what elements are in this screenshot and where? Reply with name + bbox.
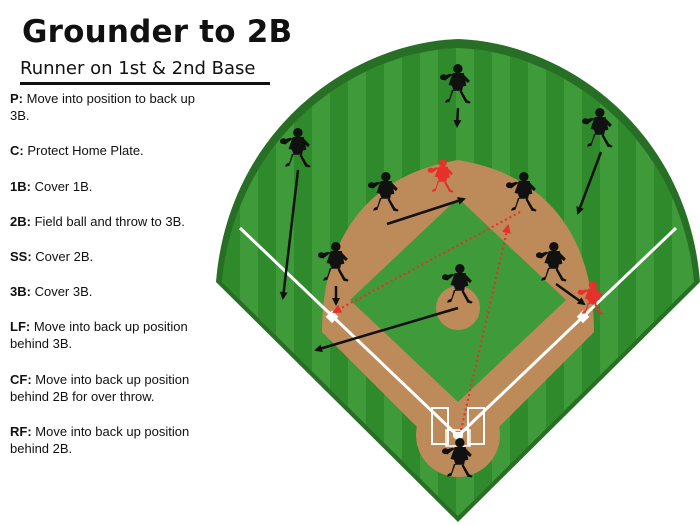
role-text: Move into back up position behind 2B for… [10,372,190,404]
role-item-cf: CF: Move into back up position behind 2B… [10,371,215,405]
role-item-2b: 2B: Field ball and throw to 3B. [10,213,215,230]
role-text: Cover 2B. [35,249,94,264]
arrow-lf [279,169,300,300]
page-title: Grounder to 2B [22,14,293,50]
role-item-1b: 1B: Cover 1B. [10,178,215,195]
arrow-1b [555,282,586,306]
batter-box-right [467,407,485,445]
role-position: 2B: [10,214,31,229]
role-text: Cover 3B. [34,284,93,299]
role-position: RF: [10,424,32,439]
role-position: LF: [10,319,31,334]
role-item-p: P: Move into position to back up 3B. [10,90,215,124]
role-item-lf: LF: Move into back up position behind 3B… [10,318,215,352]
role-text: Field ball and throw to 3B. [34,214,185,229]
throw-2b-to-3b [332,211,521,313]
foul-line-right [456,226,678,438]
role-position: SS: [10,249,32,264]
role-text: Protect Home Plate. [27,143,144,158]
arrow-pitcher [314,306,459,353]
arrow-cf [453,107,462,128]
batter-box-left [431,407,449,445]
arrow-ss [386,197,466,226]
role-item-rf: RF: Move into back up position behind 2B… [10,423,215,457]
role-position: CF: [10,372,32,387]
role-position: 3B: [10,284,31,299]
role-text: Move into back up position behind 2B. [10,424,190,456]
role-item-ss: SS: Cover 2B. [10,248,215,265]
role-item-3b: 3B: Cover 3B. [10,283,215,300]
role-position: C: [10,143,24,158]
role-position: P: [10,91,23,106]
role-text: Cover 1B. [34,179,93,194]
role-text: Move into position to back up 3B. [10,91,196,123]
role-item-c: C: Protect Home Plate. [10,142,215,159]
arrow-rf [576,151,603,215]
role-position: 1B: [10,179,31,194]
foul-line-left [238,226,460,438]
role-text: Move into back up position behind 3B. [10,319,188,351]
page-subtitle: Runner on 1st & 2nd Base [20,58,270,85]
third-base [325,310,339,324]
